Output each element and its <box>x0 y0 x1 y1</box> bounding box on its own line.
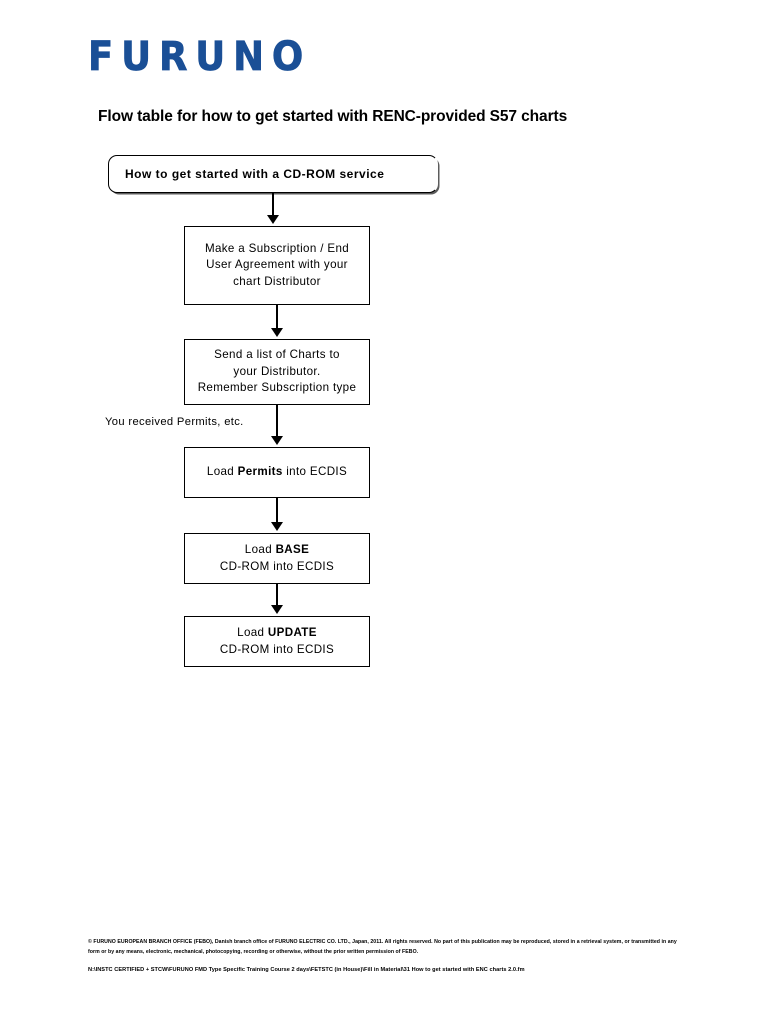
flow-text-prefix: Load <box>206 465 238 479</box>
flow-text-prefix: Load <box>244 543 276 556</box>
flow-annotation-permits-received: You received Permits, etc. <box>105 416 244 428</box>
flow-line-3: Remember Subscription type <box>197 381 357 395</box>
flow-node-load-update-label: Load UPDATE CD-ROM into ECDIS <box>185 625 369 658</box>
flow-text-second-line: CD-ROM into ECDIS <box>219 642 335 656</box>
arrowhead-icon <box>267 215 279 224</box>
flow-node-load-update: Load UPDATE CD-ROM into ECDIS <box>184 616 370 667</box>
page-title: Flow table for how to get started with R… <box>98 108 568 125</box>
flow-node-chart-list-label: Send a list of Charts to your Distributo… <box>185 347 369 397</box>
flow-node-load-permits: Load Permits into ECDIS <box>184 447 370 498</box>
flow-node-subscription-label: Make a Subscription / End User Agreement… <box>185 241 369 291</box>
flow-node-load-base: Load BASE CD-ROM into ECDIS <box>184 533 370 584</box>
flow-node-start-label: How to get started with a CD-ROM service <box>125 166 385 181</box>
flow-line-1: Send a list of Charts to <box>214 348 340 362</box>
flow-node-chart-list: Send a list of Charts to your Distributo… <box>184 339 370 405</box>
flow-text-suffix: into ECDIS <box>282 465 348 479</box>
connector-start-to-subscription <box>272 193 274 217</box>
flow-line-2: your Distributor. <box>233 364 321 378</box>
flow-text-emphasis: BASE <box>275 543 310 556</box>
flow-node-load-permits-label: Load Permits into ECDIS <box>185 464 369 481</box>
flow-line-2: User Agreement with your <box>206 258 348 272</box>
furuno-logo: FURUNO <box>88 32 312 80</box>
arrowhead-icon <box>271 522 283 531</box>
flow-text-second-line: CD-ROM into ECDIS <box>219 559 335 573</box>
flow-node-load-base-label: Load BASE CD-ROM into ECDIS <box>185 542 369 575</box>
footer-file-path: N:\INSTC CERTIFIED + STCW\FURUNO FMD Typ… <box>88 967 525 974</box>
flow-line-3: chart Distributor <box>233 274 321 288</box>
connector-subscription-to-chartlist <box>276 305 278 330</box>
connector-permits-to-base <box>276 498 278 524</box>
flow-line-1: Make a Subscription / End <box>204 241 350 255</box>
page-footer: © FURUNO EUROPEAN BRANCH OFFICE (FEBO), … <box>88 938 688 975</box>
flow-text-emphasis: UPDATE <box>267 626 317 639</box>
flow-text-prefix: Load <box>237 626 268 639</box>
flow-text-emphasis: Permits <box>237 465 283 479</box>
footer-copyright-text: © FURUNO EUROPEAN BRANCH OFFICE (FEBO), … <box>88 939 677 955</box>
connector-base-to-update <box>276 584 278 607</box>
arrowhead-icon <box>271 605 283 614</box>
arrowhead-icon <box>271 436 283 445</box>
arrowhead-icon <box>271 328 283 337</box>
flow-node-subscription: Make a Subscription / End User Agreement… <box>184 226 370 305</box>
flow-node-start: How to get started with a CD-ROM service <box>108 155 438 193</box>
connector-chartlist-to-permits <box>276 405 278 438</box>
